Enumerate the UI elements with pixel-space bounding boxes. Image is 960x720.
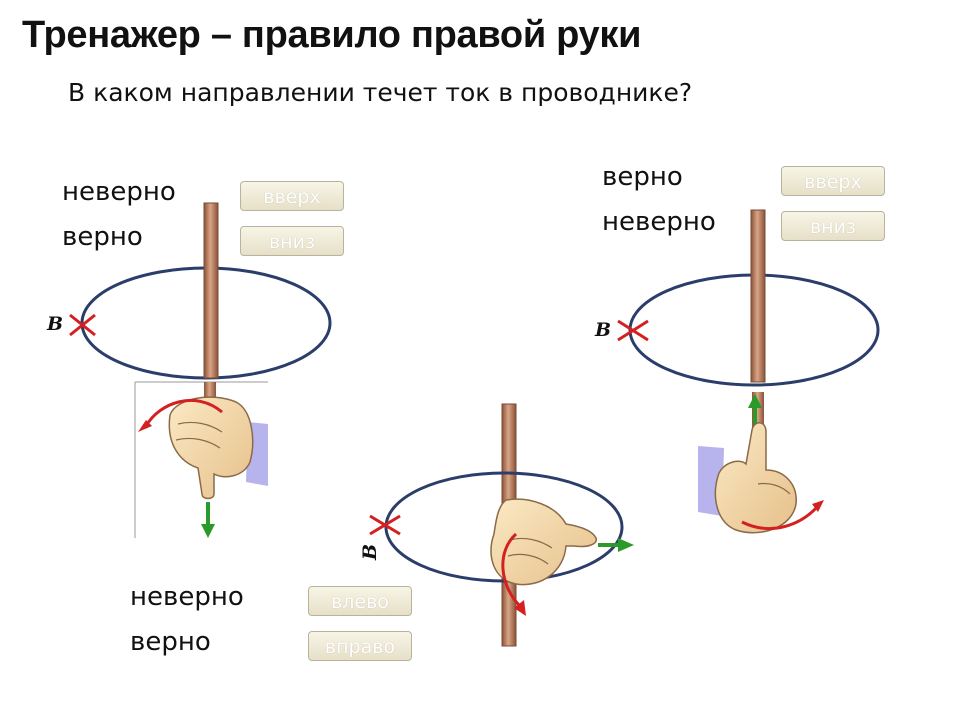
task3-right-button[interactable]: вправо bbox=[308, 631, 412, 661]
field-arrow-icon bbox=[501, 532, 526, 616]
scene3: B bbox=[359, 403, 634, 647]
cross-marker-icon bbox=[369, 514, 401, 536]
task2-up-button[interactable]: вверх bbox=[781, 166, 885, 196]
scene1-wire bbox=[203, 202, 219, 379]
scene2: B bbox=[594, 209, 880, 534]
field-arrow-icon bbox=[138, 399, 223, 432]
task3-feedback-right: верно bbox=[130, 627, 211, 657]
question-text: В каком направлении течет ток в проводни… bbox=[68, 78, 693, 107]
scene2-wire bbox=[750, 209, 766, 383]
task1-feedback-up: неверно bbox=[62, 177, 176, 207]
task3-feedback-left: неверно bbox=[130, 582, 244, 612]
task2-down-button[interactable]: вниз bbox=[781, 211, 885, 241]
task1-feedback-down: верно bbox=[62, 222, 143, 252]
page-title: Тренажер – правило правой руки bbox=[22, 14, 642, 56]
scene1: B bbox=[46, 202, 332, 538]
scene2-field-label: B bbox=[594, 319, 611, 341]
scene3-field-label: B bbox=[359, 544, 381, 561]
current-arrow-icon bbox=[598, 538, 634, 552]
task2-feedback-up: верно bbox=[602, 162, 683, 192]
cross-marker-icon bbox=[617, 319, 649, 342]
hand-icon bbox=[490, 498, 597, 586]
task1-down-button[interactable]: вниз bbox=[240, 226, 344, 256]
task1-up-button[interactable]: вверх bbox=[240, 181, 344, 211]
hand-icon bbox=[698, 422, 797, 534]
scene1-field-label: B bbox=[46, 313, 63, 335]
task3-left-button[interactable]: влево bbox=[308, 586, 412, 616]
field-arrow-icon bbox=[741, 500, 824, 530]
cross-marker-icon bbox=[69, 313, 96, 337]
hand-icon bbox=[168, 396, 268, 500]
current-arrow-icon bbox=[201, 502, 215, 538]
task2-feedback-down: неверно bbox=[602, 207, 716, 237]
